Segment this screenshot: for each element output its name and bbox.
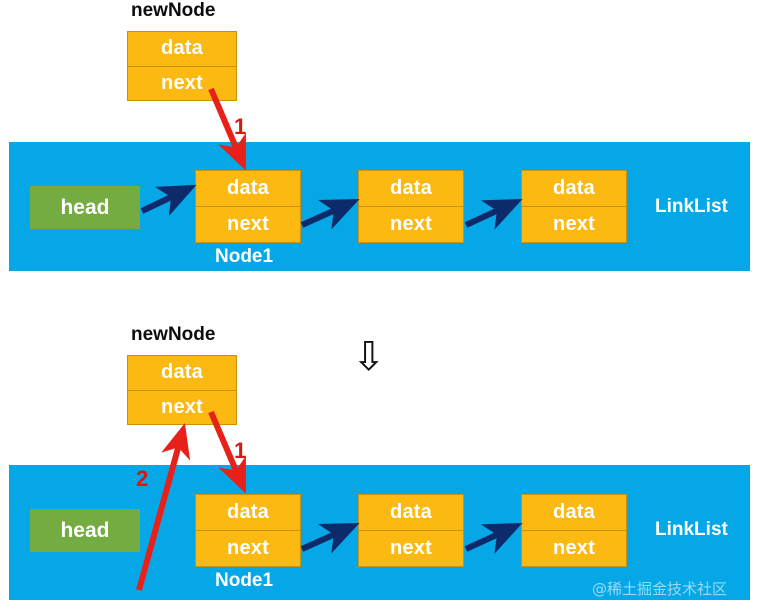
node-box-top-3: data next [521,170,627,243]
step-number-1-top: 1 [234,114,247,139]
node-next-cell: next [196,530,300,566]
newnode-caption-top: newNode [131,0,216,21]
node-box-bottom-2: data next [358,494,464,567]
node-data-cell: data [553,177,595,199]
node1-caption-bottom: Node1 [215,570,274,591]
head-box-top: head [30,186,140,229]
newnode-next-cell-bottom: next [128,389,236,425]
node-box-top-1: data next [195,170,301,243]
node1-caption-top: Node1 [215,246,274,267]
node-box-bottom-3: data next [521,494,627,567]
node-box-bottom-1: data next [195,494,301,567]
linklist-label-top: LinkList [655,196,728,217]
node-next-cell: next [359,530,463,566]
newnode-box-bottom: data next [127,355,237,425]
node-data-cell: data [390,501,432,523]
newnode-data-cell-bottom: data [161,361,203,384]
node-next-cell: next [359,206,463,242]
newnode-next-cell-top: next [128,65,236,101]
node-next-cell: next [522,206,626,242]
node-data-cell: data [227,177,269,199]
newnode-data-cell-top: data [161,37,203,60]
watermark: @稀土掘金技术社区 [592,580,728,598]
node-box-top-2: data next [358,170,464,243]
node-next-cell: next [522,530,626,566]
step-number-2-bottom: 2 [136,466,149,491]
node-data-cell: data [390,177,432,199]
down-arrow-icon: ⇩ [352,334,386,380]
head-box-bottom: head [30,509,140,552]
newnode-caption-bottom: newNode [131,324,216,345]
newnode-box-top: data next [127,31,237,101]
linklist-label-bottom: LinkList [655,519,728,540]
node-data-cell: data [227,501,269,523]
node-data-cell: data [553,501,595,523]
step-number-1-bottom: 1 [234,438,247,463]
node-next-cell: next [196,206,300,242]
